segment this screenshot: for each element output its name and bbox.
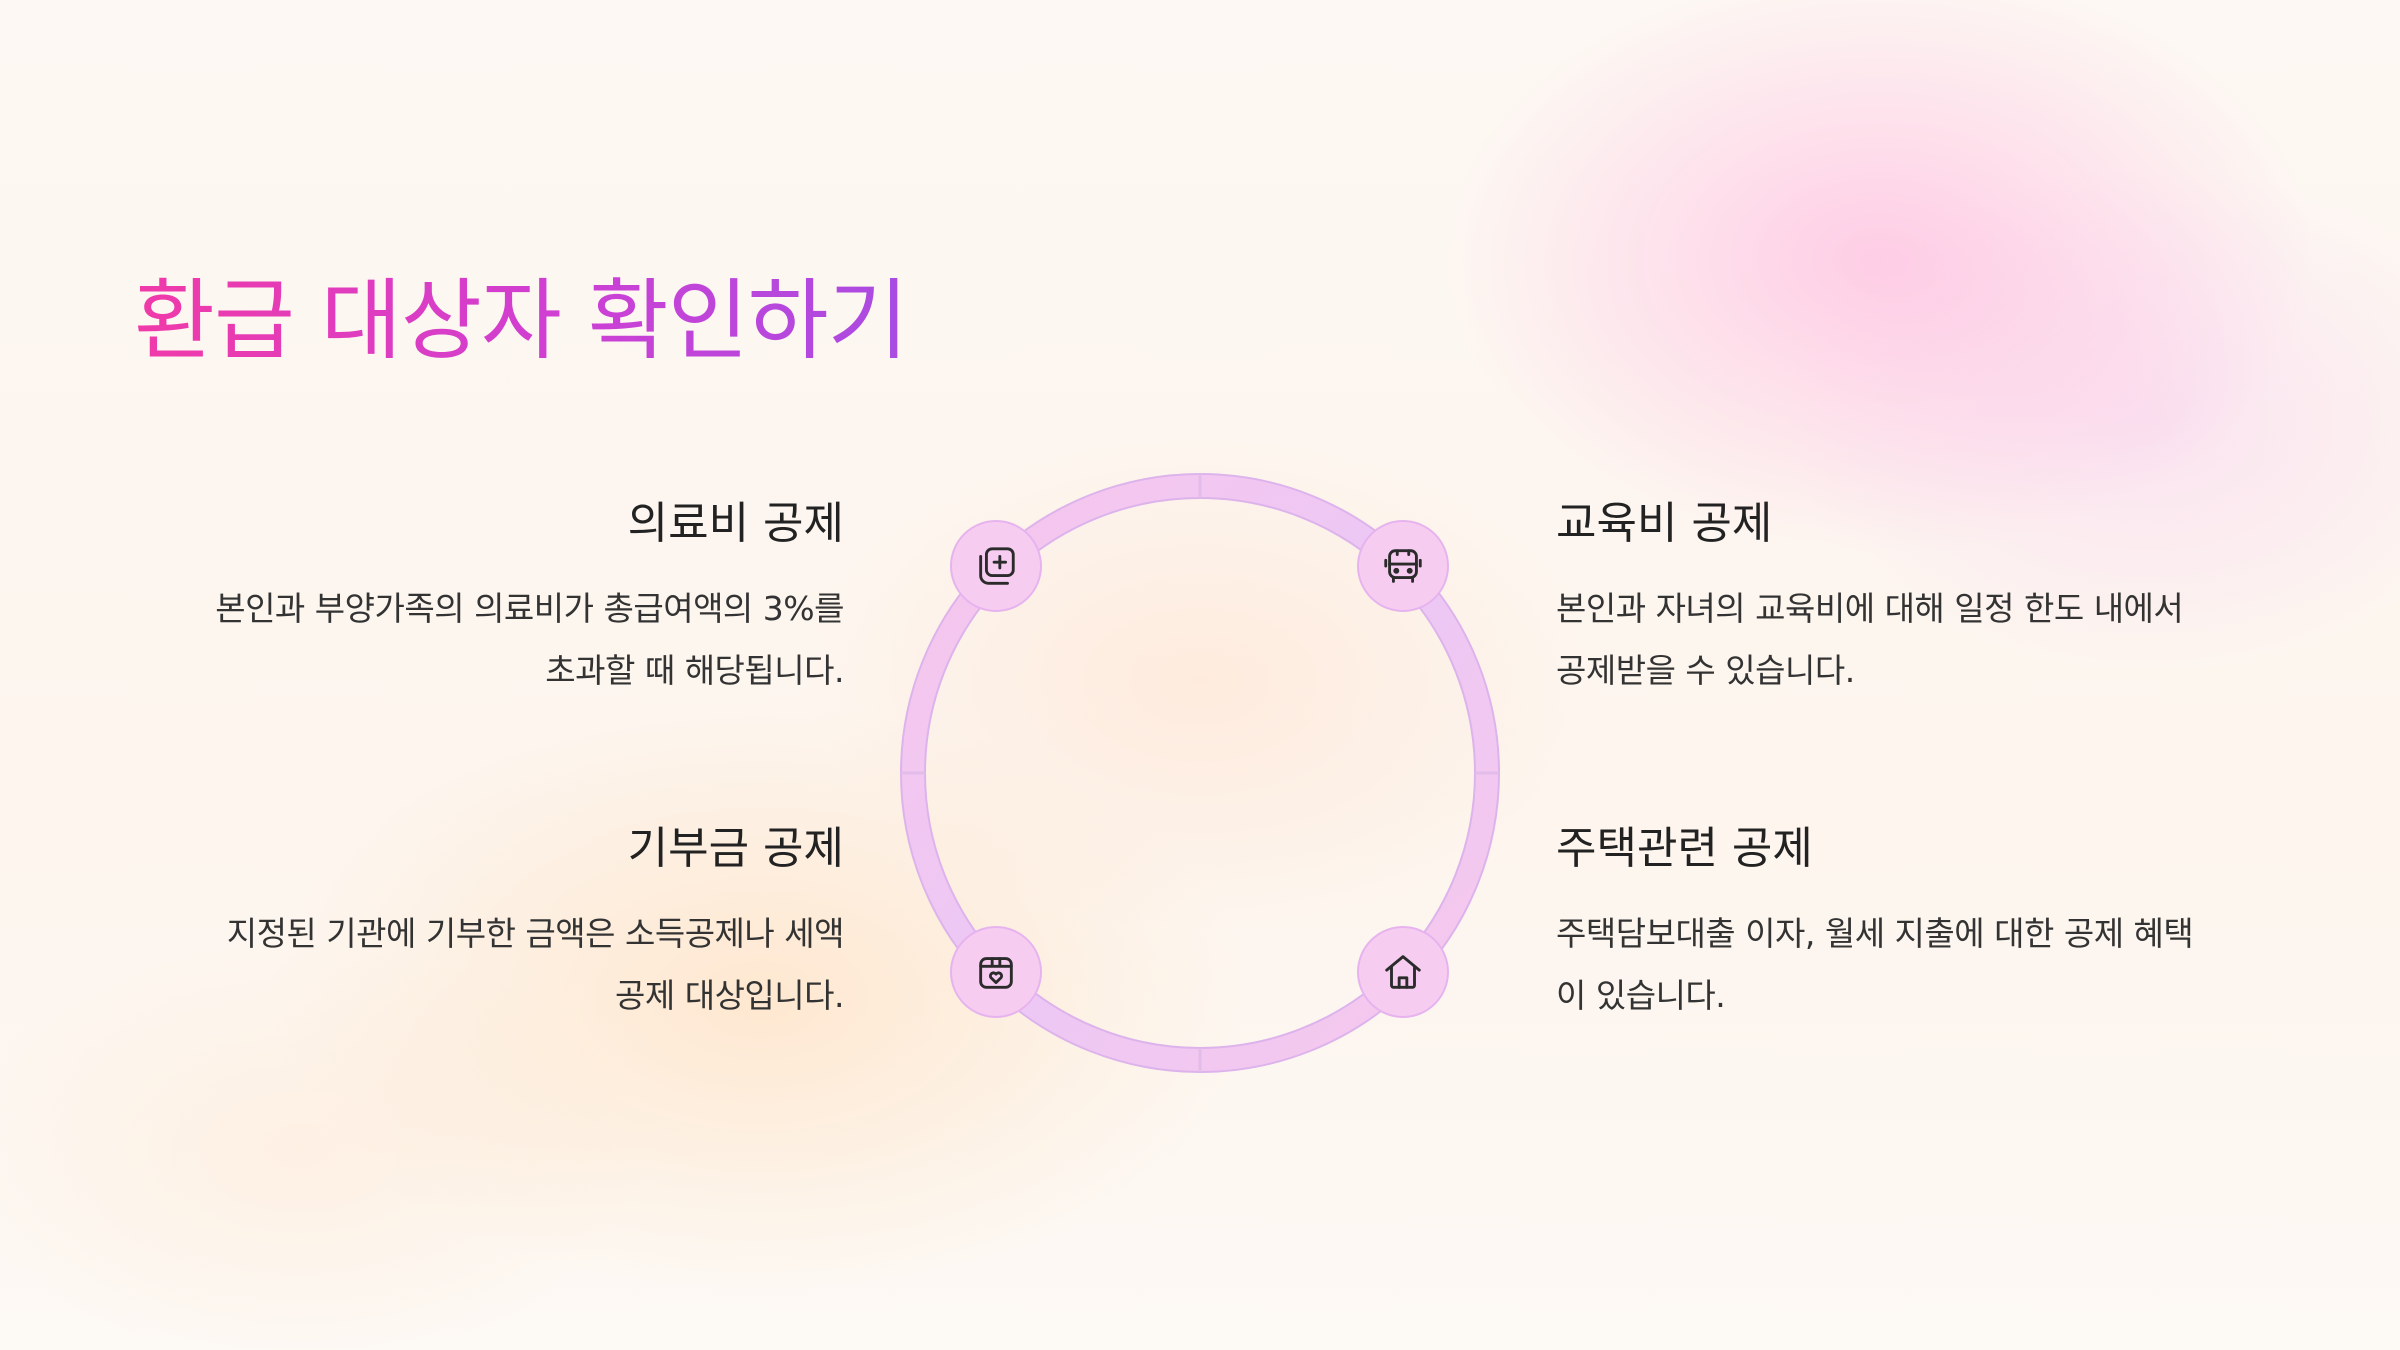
heart-box-icon	[950, 926, 1042, 1018]
page-title: 환급 대상자 확인하기	[134, 269, 909, 372]
item-description-line: 이 있습니다.	[1556, 976, 1726, 1016]
item-heading: 교육비 공제	[1556, 498, 1773, 549]
item-description-line: 지정된 기관에 기부한 금액은 소득공제나 세액	[226, 914, 845, 954]
school-bus-icon	[1357, 520, 1449, 612]
item-heading: 주택관련 공제	[1556, 823, 1813, 874]
house-icon	[1357, 926, 1449, 1018]
item-description-line: 공제받을 수 있습니다.	[1556, 651, 1855, 691]
cycle-ring	[900, 473, 1500, 1073]
item-description-line: 초과할 때 해당됩니다.	[545, 651, 844, 691]
item-description-line: 본인과 자녀의 교육비에 대해 일정 한도 내에서	[1556, 589, 2184, 629]
item-description-line: 주택담보대출 이자, 월세 지출에 대한 공제 혜택	[1556, 914, 2194, 954]
medical-kit-icon	[950, 520, 1042, 612]
item-heading: 의료비 공제	[627, 498, 844, 549]
item-heading: 기부금 공제	[627, 823, 844, 874]
item-description-line: 공제 대상입니다.	[615, 976, 845, 1016]
item-description-line: 본인과 부양가족의 의료비가 총급여액의 3%를	[215, 589, 844, 629]
